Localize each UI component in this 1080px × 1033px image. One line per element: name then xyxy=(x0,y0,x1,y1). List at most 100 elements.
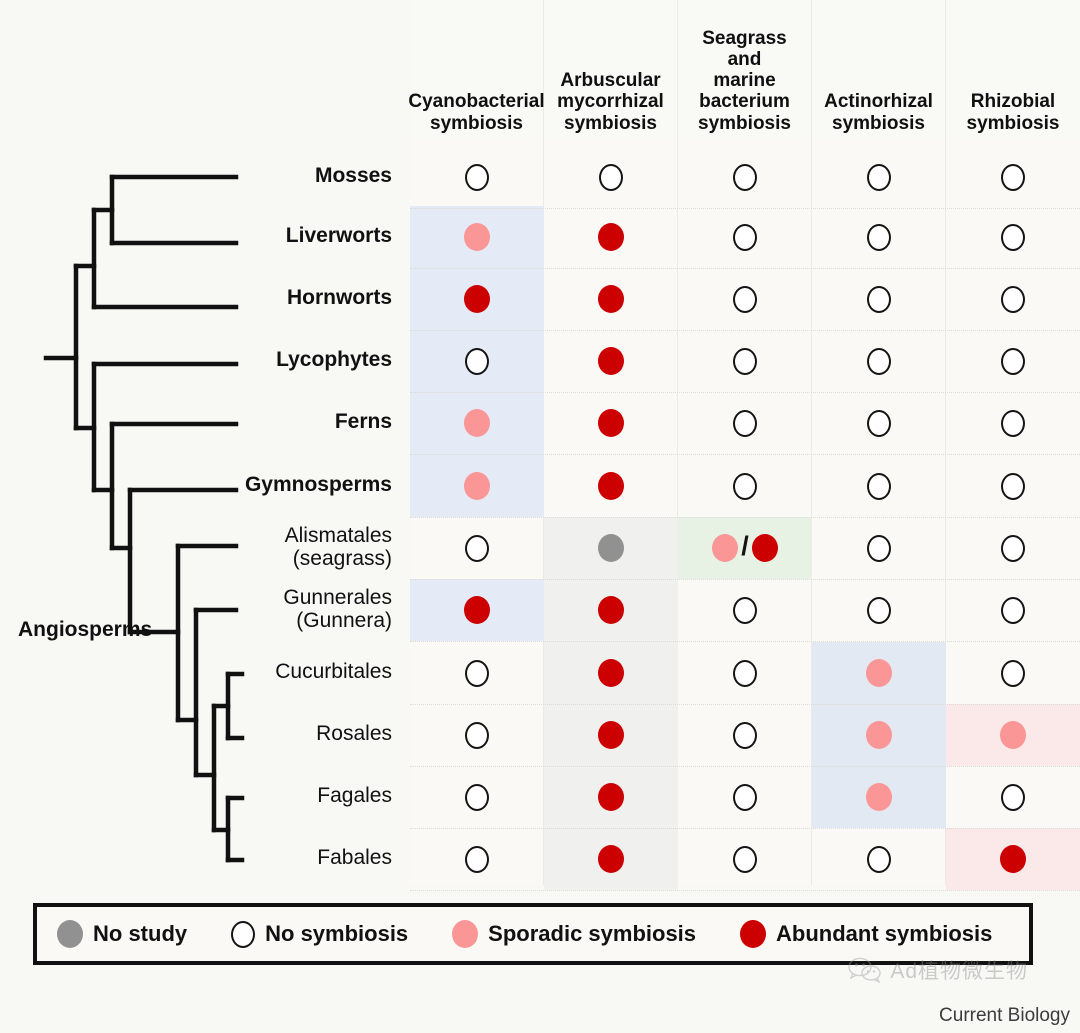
cell-seagrass xyxy=(678,157,812,197)
cell-actinorhizal xyxy=(812,466,946,506)
taxon-label: Ferns xyxy=(334,410,392,433)
row-separator xyxy=(410,766,1080,767)
marker-none xyxy=(1001,596,1025,624)
marker-nostudy xyxy=(57,920,83,948)
marker-abundant xyxy=(598,409,624,437)
cell-arbuscular xyxy=(544,279,678,319)
phylogenetic-tree xyxy=(43,174,245,863)
marker-sporadic xyxy=(464,409,490,437)
marker-sporadic xyxy=(452,920,479,948)
marker-none xyxy=(1001,347,1025,375)
wechat-icon xyxy=(848,957,882,983)
row-separator xyxy=(410,828,1080,829)
marker-abundant xyxy=(598,783,624,811)
watermark-text: Ad植物微生物 xyxy=(890,960,1028,983)
column-background-seagrass xyxy=(678,140,812,885)
cell-arbuscular xyxy=(544,217,678,257)
cell-rhizobial xyxy=(946,157,1080,197)
cell-seagrass xyxy=(678,777,812,817)
marker-none xyxy=(867,223,891,251)
cell-actinorhizal xyxy=(812,715,946,755)
marker-none xyxy=(1001,659,1025,687)
cell-seagrass xyxy=(678,653,812,693)
legend-item-abundant: Abundant symbiosis xyxy=(740,920,992,948)
cell-seagrass xyxy=(678,341,812,381)
cell-seagrass: / xyxy=(678,528,812,568)
cell-rhizobial xyxy=(946,403,1080,443)
cell-seagrass xyxy=(678,403,812,443)
cell-arbuscular xyxy=(544,466,678,506)
marker-none xyxy=(867,596,891,624)
cell-rhizobial xyxy=(946,590,1080,630)
marker-none xyxy=(465,659,489,687)
marker-none xyxy=(733,409,757,437)
row-separator xyxy=(410,330,1080,331)
taxon-label: Rosales xyxy=(316,722,392,745)
column-header-label: Rhizobial symbiosis xyxy=(966,91,1060,134)
cell-cyanobacterial xyxy=(410,157,544,197)
marker-none xyxy=(733,721,757,749)
cell-rhizobial xyxy=(946,466,1080,506)
marker-none xyxy=(867,845,891,873)
marker-none xyxy=(465,783,489,811)
cell-actinorhizal xyxy=(812,403,946,443)
cell-actinorhizal xyxy=(812,279,946,319)
marker-none xyxy=(733,845,757,873)
legend-label: Abundant symbiosis xyxy=(776,921,993,946)
cell-actinorhizal xyxy=(812,839,946,879)
marker-none xyxy=(733,783,757,811)
row-separator xyxy=(410,890,1080,891)
column-header-arbuscular: Arbuscular mycorrhizal symbiosis xyxy=(544,0,678,140)
marker-abundant xyxy=(598,721,624,749)
marker-none xyxy=(1001,223,1025,251)
cell-rhizobial xyxy=(946,341,1080,381)
column-header-label: Actinorhizal symbiosis xyxy=(824,91,933,134)
taxon-label: Liverworts xyxy=(285,224,392,247)
cell-arbuscular xyxy=(544,715,678,755)
cell-actinorhizal xyxy=(812,217,946,257)
cell-arbuscular xyxy=(544,157,678,197)
column-header-rhizobial: Rhizobial symbiosis xyxy=(946,0,1080,140)
cell-seagrass xyxy=(678,839,812,879)
marker-abundant xyxy=(598,845,624,873)
cell-cyanobacterial xyxy=(410,341,544,381)
cell-arbuscular xyxy=(544,403,678,443)
column-header-cyanobacterial: Cyanobacterial symbiosis xyxy=(408,0,545,140)
marker-none xyxy=(465,163,489,191)
cell-seagrass xyxy=(678,715,812,755)
taxon-label: Hornworts xyxy=(287,286,392,309)
cell-rhizobial xyxy=(946,653,1080,693)
row-separator xyxy=(410,392,1080,393)
marker-none xyxy=(733,659,757,687)
legend-label: Sporadic symbiosis xyxy=(488,921,697,946)
marker-none xyxy=(867,472,891,500)
watermark: Ad植物微生物 xyxy=(848,955,1028,985)
cell-rhizobial xyxy=(946,217,1080,257)
taxon-label: Fagales xyxy=(317,784,392,807)
marker-none xyxy=(465,347,489,375)
taxon-label: Gunnerales (Gunnera) xyxy=(283,586,392,632)
row-separator xyxy=(410,208,1080,209)
legend-label: No symbiosis xyxy=(265,921,409,946)
marker-none xyxy=(867,409,891,437)
marker-abundant xyxy=(598,596,624,624)
cell-cyanobacterial xyxy=(410,403,544,443)
cell-seagrass xyxy=(678,279,812,319)
marker-sporadic xyxy=(1000,721,1026,749)
taxon-label: Alismatales (seagrass) xyxy=(284,524,392,570)
cell-seagrass xyxy=(678,466,812,506)
cell-rhizobial xyxy=(946,715,1080,755)
marker-none xyxy=(465,845,489,873)
row-separator xyxy=(410,454,1080,455)
cell-actinorhizal xyxy=(812,157,946,197)
column-header-label: Cyanobacterial symbiosis xyxy=(408,91,545,134)
marker-none xyxy=(1001,163,1025,191)
marker-abundant xyxy=(598,223,624,251)
cell-actinorhizal xyxy=(812,341,946,381)
cell-arbuscular xyxy=(544,839,678,879)
cell-cyanobacterial xyxy=(410,590,544,630)
marker-none xyxy=(867,285,891,313)
cell-arbuscular xyxy=(544,341,678,381)
